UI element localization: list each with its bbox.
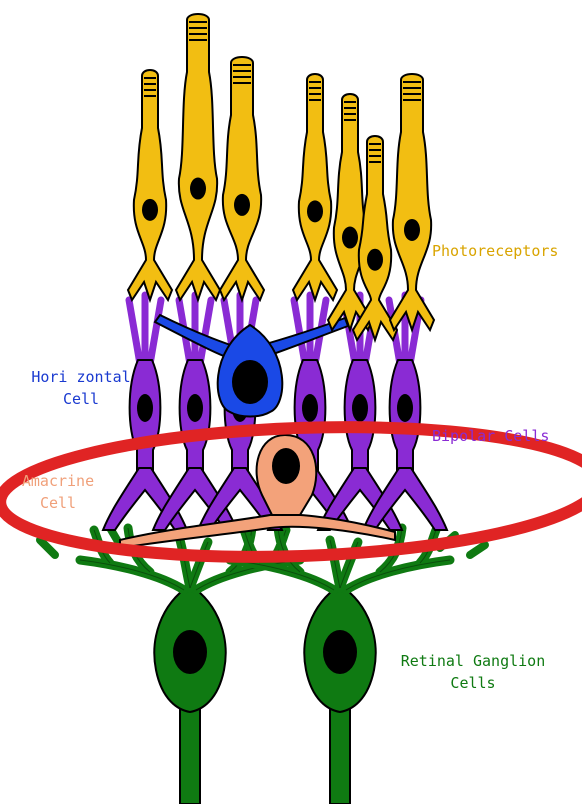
ganglion-dendrite-1-0: [80, 560, 184, 590]
bipolar-cells-label-text: Bipolar Cells: [432, 425, 549, 447]
photoreceptor-1: [176, 14, 220, 300]
ganglion-axon-1: [180, 700, 200, 804]
bipolar-nucleus-0: [137, 394, 153, 422]
photoreceptor-nucleus-4: [342, 227, 358, 249]
photoreceptors-label: Photoreceptors: [432, 240, 558, 262]
amacrine-cell-label: Amacrine Cell: [8, 470, 108, 514]
ganglion-cells-label-line2: Cells: [388, 672, 558, 694]
ganglion-axon-2: [330, 700, 350, 804]
horizontal-cell-label-line1: Hori zontal: [26, 366, 136, 388]
amacrine-cell-label-line1: Amacrine: [8, 470, 108, 492]
amacrine-cell-label-line2: Cell: [8, 492, 108, 514]
photoreceptor-6: [390, 74, 434, 330]
photoreceptor-nucleus-2: [234, 194, 250, 216]
horizontal-cell-label-line2: Cell: [26, 388, 136, 410]
photoreceptor-nucleus-3: [307, 200, 323, 222]
photoreceptor-0: [128, 70, 172, 300]
bipolar-dendrites-0: [129, 295, 161, 370]
bipolar-nucleus-3: [302, 394, 318, 422]
photoreceptors-label-text: Photoreceptors: [432, 240, 558, 262]
horizontal-cell-label: Hori zontal Cell: [26, 366, 136, 410]
ganglion-nucleus-2: [323, 630, 357, 674]
photoreceptor-nucleus-6: [404, 219, 420, 241]
photoreceptor-nucleus-0: [142, 199, 158, 221]
bipolar-nucleus-4: [352, 394, 368, 422]
ganglion-cells-label-line1: Retinal Ganglion: [388, 650, 558, 672]
bipolar-nucleus-5: [397, 394, 413, 422]
photoreceptor-2: [220, 57, 264, 300]
amacrine-nucleus: [272, 448, 300, 484]
photoreceptor-nucleus-1: [190, 178, 206, 200]
ganglion-dendrite-2-1: [346, 560, 450, 590]
ganglion-nucleus-1: [173, 630, 207, 674]
ganglion-cells-label: Retinal Ganglion Cells: [388, 650, 558, 694]
horizontal-nucleus: [232, 360, 268, 404]
photoreceptor-nucleus-5: [367, 249, 383, 271]
ganglion-twig-3: [470, 545, 485, 555]
photoreceptor-3: [293, 74, 337, 300]
bipolar-cells-label: Bipolar Cells: [432, 425, 549, 447]
bipolar-nucleus-1: [187, 394, 203, 422]
